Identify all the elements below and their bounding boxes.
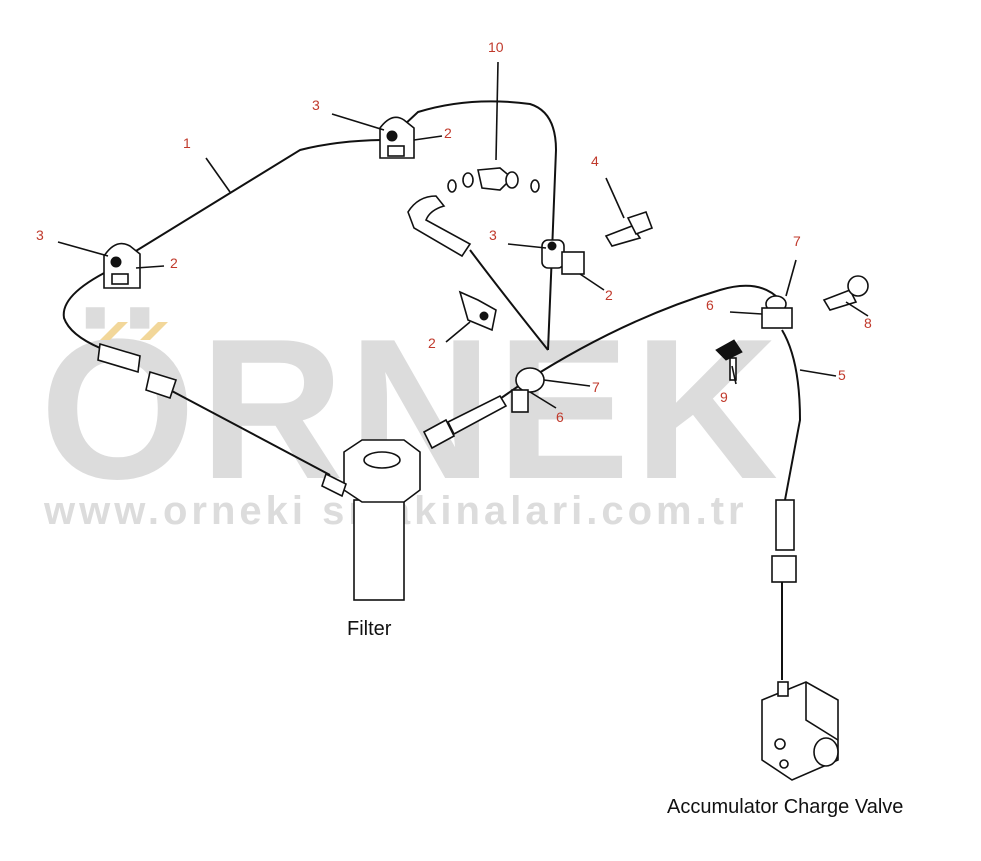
callout-3c: 3 xyxy=(489,227,497,243)
accumulator-charge-valve xyxy=(761,681,839,781)
callouts: 1 2 2 2 2 3 3 3 4 5 6 6 7 7 8 9 10 xyxy=(36,39,872,425)
hose-filter-right xyxy=(454,284,781,431)
hose-fitting-right xyxy=(422,394,508,450)
hose-fitting-left xyxy=(97,342,178,400)
elbow-fitting xyxy=(447,167,540,193)
caption-valve: Accumulator Charge Valve xyxy=(667,796,903,818)
callout-2b: 2 xyxy=(170,255,178,271)
elbow-tube xyxy=(407,195,472,258)
hose-fitting-valve xyxy=(771,499,797,583)
callout-3a: 3 xyxy=(312,97,320,113)
callout-6b: 6 xyxy=(556,409,564,425)
watermark: ÖRNEK www.orneki smakinalari.com.tr xyxy=(40,298,778,533)
clamp-upper-center xyxy=(379,116,415,159)
callout-5: 5 xyxy=(838,367,846,383)
callout-7b: 7 xyxy=(592,379,600,395)
bolt-8 xyxy=(822,275,869,311)
bolt-4 xyxy=(604,210,654,247)
hose-center-down xyxy=(469,249,549,351)
filter-body xyxy=(321,439,421,601)
callout-2d: 2 xyxy=(428,335,436,351)
callout-9: 9 xyxy=(720,389,728,405)
clamp-upper-right xyxy=(761,295,793,329)
pipes xyxy=(62,100,802,680)
hose-1 xyxy=(117,100,558,351)
caption-filter: Filter xyxy=(347,618,392,640)
clamp-left xyxy=(103,242,141,289)
watermark-accent-left xyxy=(100,322,128,340)
bracket-2 xyxy=(458,290,497,332)
callout-2a: 2 xyxy=(444,125,452,141)
clamp-center xyxy=(541,239,585,275)
watermark-accent-right xyxy=(140,322,168,340)
callout-10: 10 xyxy=(488,39,504,55)
hose-5 xyxy=(781,329,802,501)
leaders xyxy=(57,61,869,409)
callout-6a: 6 xyxy=(706,297,714,313)
hose-left-loop xyxy=(62,269,111,349)
parts xyxy=(97,116,869,781)
callout-3b: 3 xyxy=(36,227,44,243)
clamp-lower xyxy=(511,367,545,413)
hose-to-filter xyxy=(169,389,331,476)
callout-8: 8 xyxy=(864,315,872,331)
callout-7a: 7 xyxy=(793,233,801,249)
callout-4: 4 xyxy=(591,153,599,169)
callout-2c: 2 xyxy=(605,287,613,303)
callout-1: 1 xyxy=(183,135,191,151)
